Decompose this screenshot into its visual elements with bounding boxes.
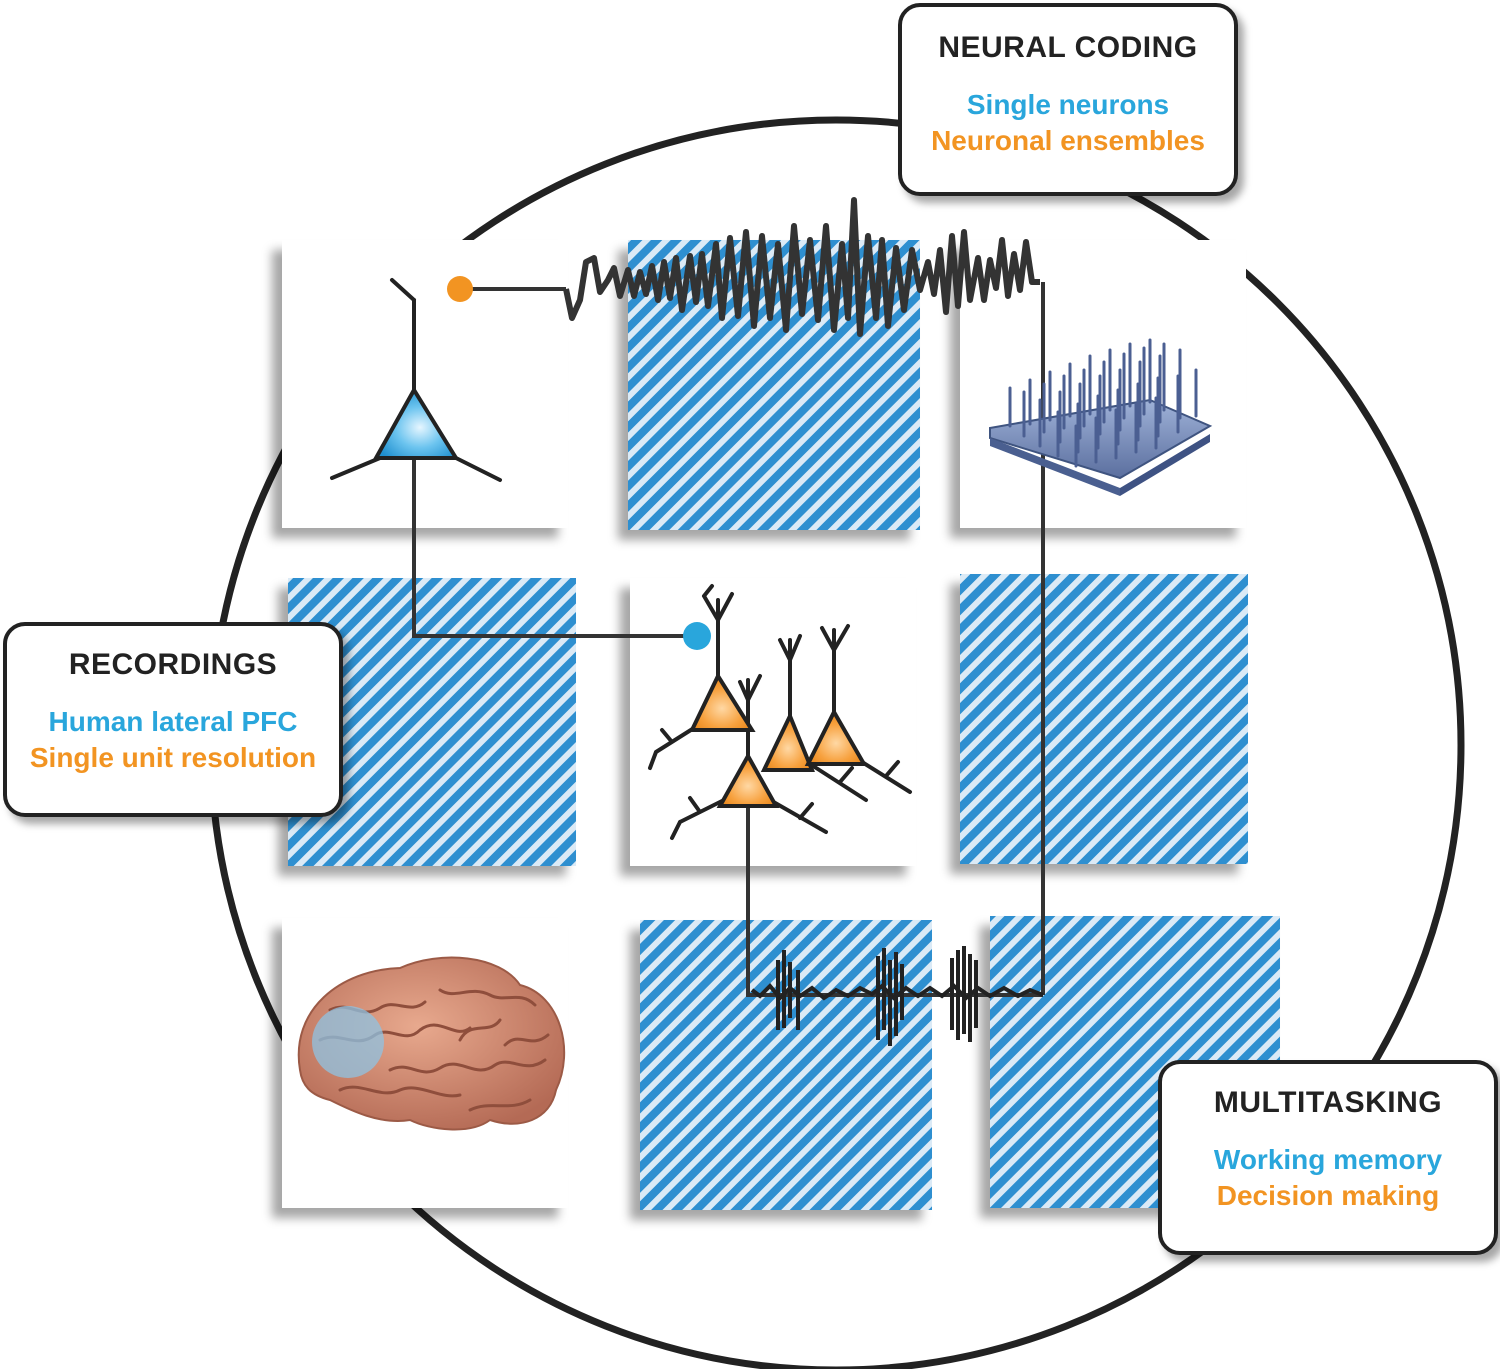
callout-multitasking: MULTITASKING Working memory Decision mak… [1158,1060,1498,1255]
tile-single-neuron [282,240,568,528]
lfp-trace-top [563,197,1040,337]
orange-electrode-dot [447,276,473,302]
recordings-line-1: Human lateral PFC [48,706,298,737]
spike-trace-bottom [750,946,1044,1046]
tile-grid [282,240,1280,1210]
multitasking-line-2: Decision making [1216,1180,1440,1211]
orange-neuron-soma-3 [804,707,868,766]
blue-electrode-dot [683,622,711,650]
single-neuron-icon [330,278,502,482]
pfc-highlight [312,1006,384,1078]
callout-recordings: RECORDINGS Human lateral PFC Single unit… [3,622,343,817]
neural-coding-heading: NEURAL CODING [938,31,1198,64]
neural-coding-line-1: Single neurons [966,89,1170,120]
neural-coding-line-2: Neuronal ensembles [931,125,1205,156]
recordings-line-2: Single unit resolution [29,742,317,773]
neuron-ensemble-icon [648,584,912,840]
multitasking-heading: MULTITASKING [1213,1086,1443,1119]
orange-neuron-soma-4 [716,751,780,808]
tile-pattern-mid-right [960,574,1248,864]
brain-icon [297,956,566,1131]
electrode-array-icon [989,338,1213,496]
callout-neural-coding: NEURAL CODING Single neurons Neuronal en… [898,3,1238,196]
blue-neuron-soma [372,386,460,460]
tile-neuron-ensemble [630,578,916,866]
recordings-heading: RECORDINGS [68,648,278,681]
wire-single-to-ensemble [412,460,692,638]
orange-neuron-soma-2 [760,711,815,772]
multitasking-line-1: Working memory [1213,1144,1443,1175]
orange-neuron-soma-1 [688,671,756,732]
